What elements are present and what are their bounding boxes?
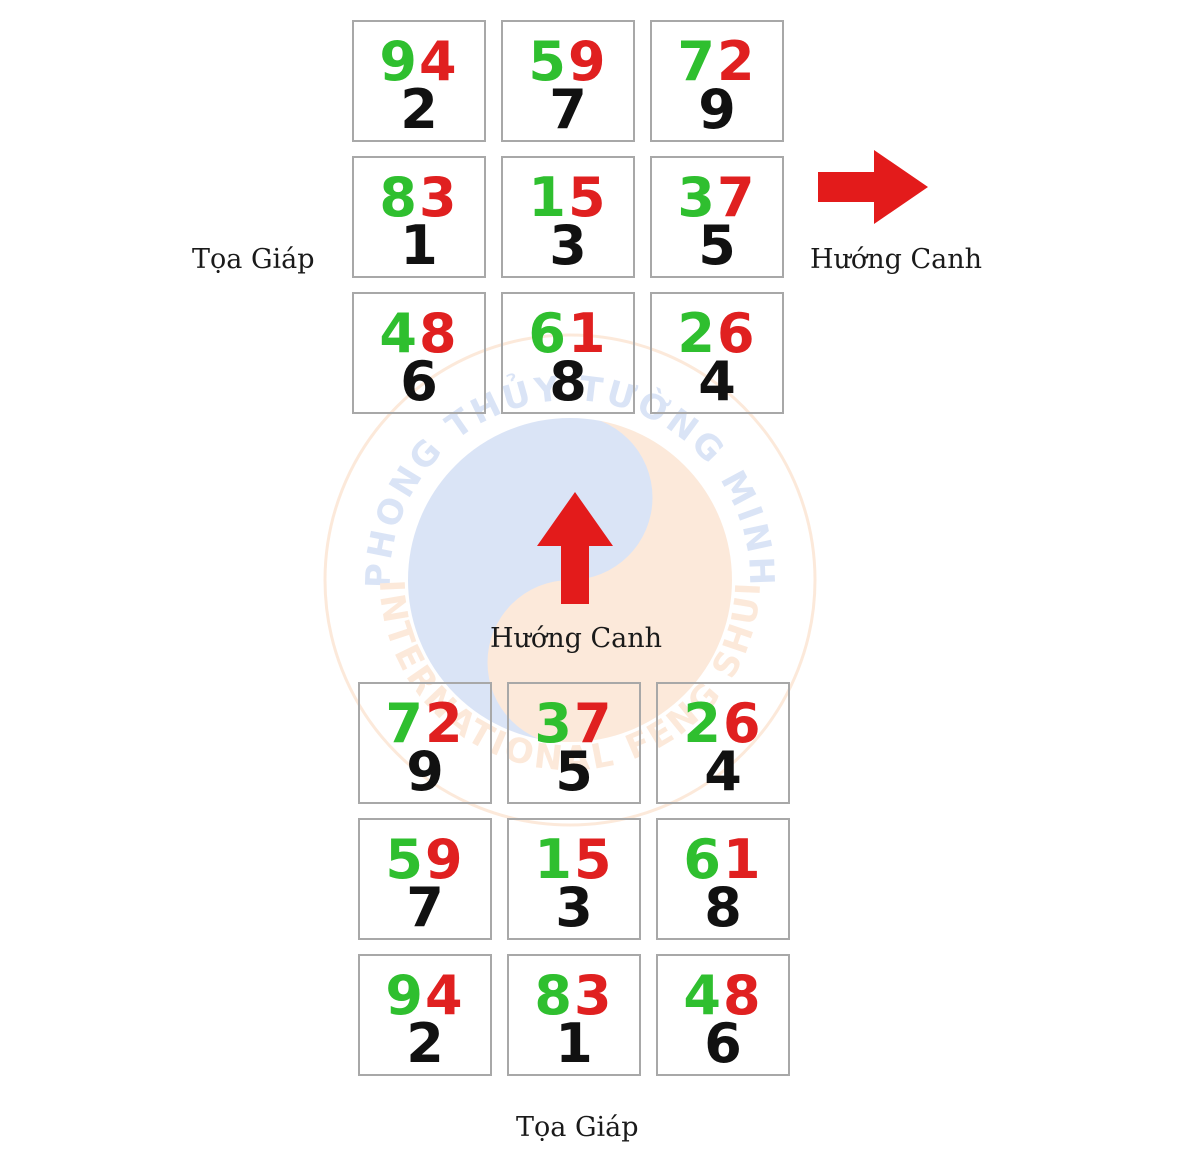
palace-cell: 72 9 bbox=[358, 682, 492, 804]
palace-cell: 37 5 bbox=[650, 156, 784, 278]
base-star: 4 bbox=[698, 350, 736, 413]
palace-cell: 15 3 bbox=[501, 156, 635, 278]
base-star: 6 bbox=[400, 350, 438, 413]
base-star: 6 bbox=[704, 1012, 742, 1075]
water-star: 3 bbox=[574, 964, 614, 1027]
water-star: 4 bbox=[419, 30, 459, 93]
base-star: 5 bbox=[698, 214, 736, 277]
base-star: 5 bbox=[555, 740, 593, 803]
mountain-star: 2 bbox=[683, 692, 723, 755]
mountain-star: 9 bbox=[379, 30, 419, 93]
mountain-star: 7 bbox=[677, 30, 717, 93]
mountain-star: 9 bbox=[385, 964, 425, 1027]
water-star: 1 bbox=[723, 828, 763, 891]
base-star: 8 bbox=[549, 350, 587, 413]
palace-cell: 37 5 bbox=[507, 682, 641, 804]
palace-cell: 94 2 bbox=[352, 20, 486, 142]
base-star: 3 bbox=[555, 876, 593, 939]
palace-cell: 72 9 bbox=[650, 20, 784, 142]
mountain-star: 4 bbox=[379, 302, 419, 365]
base-star: 9 bbox=[406, 740, 444, 803]
base-star: 2 bbox=[400, 78, 438, 141]
mountain-star: 6 bbox=[683, 828, 723, 891]
water-star: 6 bbox=[717, 302, 757, 365]
mountain-star: 3 bbox=[534, 692, 574, 755]
water-star: 7 bbox=[717, 166, 757, 229]
palace-cell: 26 4 bbox=[656, 682, 790, 804]
mountain-star: 5 bbox=[385, 828, 425, 891]
water-star: 6 bbox=[723, 692, 763, 755]
palace-cell: 61 8 bbox=[501, 292, 635, 414]
arrow-up-icon bbox=[537, 492, 613, 604]
base-star: 1 bbox=[555, 1012, 593, 1075]
mountain-star: 8 bbox=[534, 964, 574, 1027]
mountain-star: 5 bbox=[528, 30, 568, 93]
mountain-star: 7 bbox=[385, 692, 425, 755]
mountain-star: 1 bbox=[528, 166, 568, 229]
water-star: 1 bbox=[568, 302, 608, 365]
water-star: 8 bbox=[419, 302, 459, 365]
base-star: 7 bbox=[406, 876, 444, 939]
palace-cell: 48 6 bbox=[656, 954, 790, 1076]
water-star: 5 bbox=[568, 166, 608, 229]
palace-cell: 59 7 bbox=[358, 818, 492, 940]
palace-cell: 94 2 bbox=[358, 954, 492, 1076]
base-star: 3 bbox=[549, 214, 587, 277]
palace-cell: 48 6 bbox=[352, 292, 486, 414]
base-star: 1 bbox=[400, 214, 438, 277]
water-star: 5 bbox=[574, 828, 614, 891]
palace-cell: 61 8 bbox=[656, 818, 790, 940]
sitting-label-bottom: Tọa Giáp bbox=[516, 1112, 639, 1143]
arrow-right-icon bbox=[818, 150, 928, 224]
mountain-star: 1 bbox=[534, 828, 574, 891]
mountain-star: 6 bbox=[528, 302, 568, 365]
facing-label-top: Hướng Canh bbox=[810, 244, 982, 275]
base-star: 2 bbox=[406, 1012, 444, 1075]
mountain-star: 2 bbox=[677, 302, 717, 365]
base-star: 7 bbox=[549, 78, 587, 141]
water-star: 4 bbox=[425, 964, 465, 1027]
water-star: 8 bbox=[723, 964, 763, 1027]
facing-label-bottom: Hướng Canh bbox=[490, 623, 662, 654]
palace-cell: 59 7 bbox=[501, 20, 635, 142]
sitting-label-top: Tọa Giáp bbox=[192, 244, 315, 275]
mountain-star: 4 bbox=[683, 964, 723, 1027]
water-star: 9 bbox=[568, 30, 608, 93]
palace-cell: 26 4 bbox=[650, 292, 784, 414]
flying-star-chart-top: 94 2 59 7 72 9 83 1 15 3 37 5 48 6 61 8 … bbox=[352, 20, 792, 420]
water-star: 9 bbox=[425, 828, 465, 891]
base-star: 9 bbox=[698, 78, 736, 141]
mountain-star: 8 bbox=[379, 166, 419, 229]
base-star: 4 bbox=[704, 740, 742, 803]
mountain-star: 3 bbox=[677, 166, 717, 229]
flying-star-chart-bottom: 72 9 37 5 26 4 59 7 15 3 61 8 94 2 83 1 … bbox=[358, 682, 798, 1082]
water-star: 2 bbox=[425, 692, 465, 755]
base-star: 8 bbox=[704, 876, 742, 939]
palace-cell: 15 3 bbox=[507, 818, 641, 940]
water-star: 3 bbox=[419, 166, 459, 229]
water-star: 2 bbox=[717, 30, 757, 93]
water-star: 7 bbox=[574, 692, 614, 755]
palace-cell: 83 1 bbox=[507, 954, 641, 1076]
palace-cell: 83 1 bbox=[352, 156, 486, 278]
